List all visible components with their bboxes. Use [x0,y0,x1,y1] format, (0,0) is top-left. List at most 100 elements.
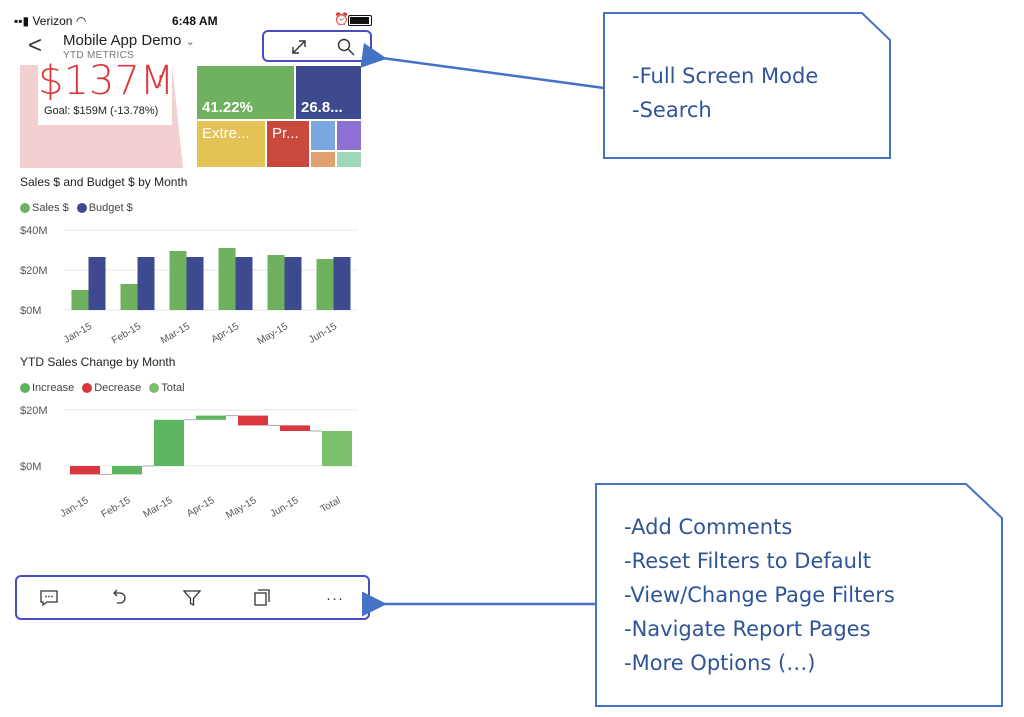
waterfall-bar [280,425,310,431]
bar-sales [316,259,334,310]
waterfall-bar [196,415,226,420]
page-subtitle: YTD METRICS [63,50,135,61]
treemap-tile[interactable] [311,152,335,167]
chevron-down-icon: ⌄ [185,36,195,48]
reset-filters-button[interactable] [104,587,134,609]
bar-budget [333,257,351,310]
chart2-legend[interactable]: Increase Decrease Total [20,382,189,394]
legend-dot [149,383,160,393]
x-tick-label: Apr-15 [185,495,217,520]
callout-line: -More Options (…) [624,651,816,675]
fullscreen-icon [292,40,306,54]
back-button[interactable]: < [28,32,43,59]
treemap-tile[interactable]: 41.22% [197,66,294,119]
callout-line: -View/Change Page Filters [624,583,895,607]
report-title-text: Mobile App Demo [63,32,182,49]
y-tick-label: $40M [20,225,48,237]
pages-button[interactable] [247,587,277,609]
callout-bottom: -Add Comments -Reset Filters to Default … [624,510,895,680]
treemap-tile[interactable] [337,121,361,150]
reset-icon [113,589,126,604]
callout-top: -Full Screen Mode -Search [632,59,818,127]
bar-sales [267,255,285,310]
treemap-tile[interactable] [311,121,335,150]
legend-item-sales[interactable]: Sales $ [20,202,69,214]
wifi-icon: ◠ [75,14,87,28]
legend-dot [20,203,30,213]
x-tick-label: Feb-15 [100,495,133,521]
search-icon [337,38,355,56]
y-tick-label: $20M [20,405,48,417]
more-icon: ··· [326,589,344,607]
bottom-toolbar: ··· [15,575,370,620]
waterfall-bar [112,466,142,475]
waterfall-bar [322,431,352,466]
bar-sales [218,248,236,310]
x-tick-label: Total [319,495,343,515]
battery-icon [348,15,372,26]
bar-budget [284,257,302,310]
signal-icon: ▪▪▮ [14,14,33,28]
comments-button[interactable] [34,587,64,609]
legend-item-increase[interactable]: Increase [20,382,74,394]
search-button[interactable] [333,36,359,58]
treemap[interactable]: 41.22% 26.8... Extre... Pr... [197,66,361,167]
y-tick-label: $20M [20,265,48,277]
pages-icon [254,589,270,606]
callout-line: -Add Comments [624,515,793,539]
legend-dot [20,383,30,393]
legend-item-budget[interactable]: Budget $ [76,202,133,214]
x-tick-label: May-15 [224,495,259,521]
x-tick-label: Apr-15 [210,321,242,346]
x-tick-label: Jun-15 [307,321,339,346]
waterfall-bar [154,419,184,466]
x-tick-label: Jan-15 [59,495,91,520]
x-tick-label: Jun-15 [269,495,301,520]
more-options-button[interactable]: ··· [320,587,350,609]
status-time: 6:48 AM [172,14,218,28]
comment-icon [40,590,58,607]
bar-budget [137,257,155,310]
x-tick-label: Mar-15 [142,495,175,521]
chart1-legend[interactable]: Sales $ Budget $ [20,202,137,214]
treemap-tile[interactable]: Extre... [197,121,265,167]
kpi-value[interactable]: $137M [38,58,175,104]
treemap-tile[interactable]: Pr... [267,121,309,167]
alarm-icon: ⏰ [334,12,349,26]
bar-sales [169,251,187,310]
fullscreen-button[interactable] [286,36,312,58]
x-tick-label: Feb-15 [110,321,143,347]
treemap-tile[interactable]: 26.8... [296,66,361,119]
chart1-title: Sales $ and Budget $ by Month [20,175,188,189]
kpi-background [20,65,183,168]
filters-button[interactable] [177,587,207,609]
bar-sales [120,284,138,310]
legend-dot [76,203,87,213]
report-title[interactable]: Mobile App Demo ⌄ [63,32,195,49]
filter-icon [182,590,202,607]
x-tick-label: Mar-15 [159,321,192,347]
x-tick-label: Jan-15 [62,321,94,346]
legend-dot [82,383,93,393]
callout-line: -Reset Filters to Default [624,549,872,573]
kpi-alert: ! [158,73,163,90]
callout-line: -Full Screen Mode [632,64,819,88]
bar-budget [186,257,204,310]
bar-sales [71,290,89,310]
arrow-top [360,42,605,90]
chart2-title: YTD Sales Change by Month [20,355,176,369]
bar-budget [235,257,253,310]
bar-budget [88,257,106,310]
waterfall-bar [238,415,268,426]
treemap-tile[interactable] [337,152,361,167]
waterfall-bar [70,466,100,475]
legend-item-decrease[interactable]: Decrease [82,382,141,394]
callout-line: -Search [632,98,712,122]
kpi-goal: Goal: $159M (-13.78%) [44,105,159,117]
legend-item-total[interactable]: Total [149,382,185,394]
carrier-label: ▪▪▮ Verizon ◠ [14,14,87,28]
callout-line: -Navigate Report Pages [624,617,871,641]
x-tick-label: May-15 [256,321,291,347]
